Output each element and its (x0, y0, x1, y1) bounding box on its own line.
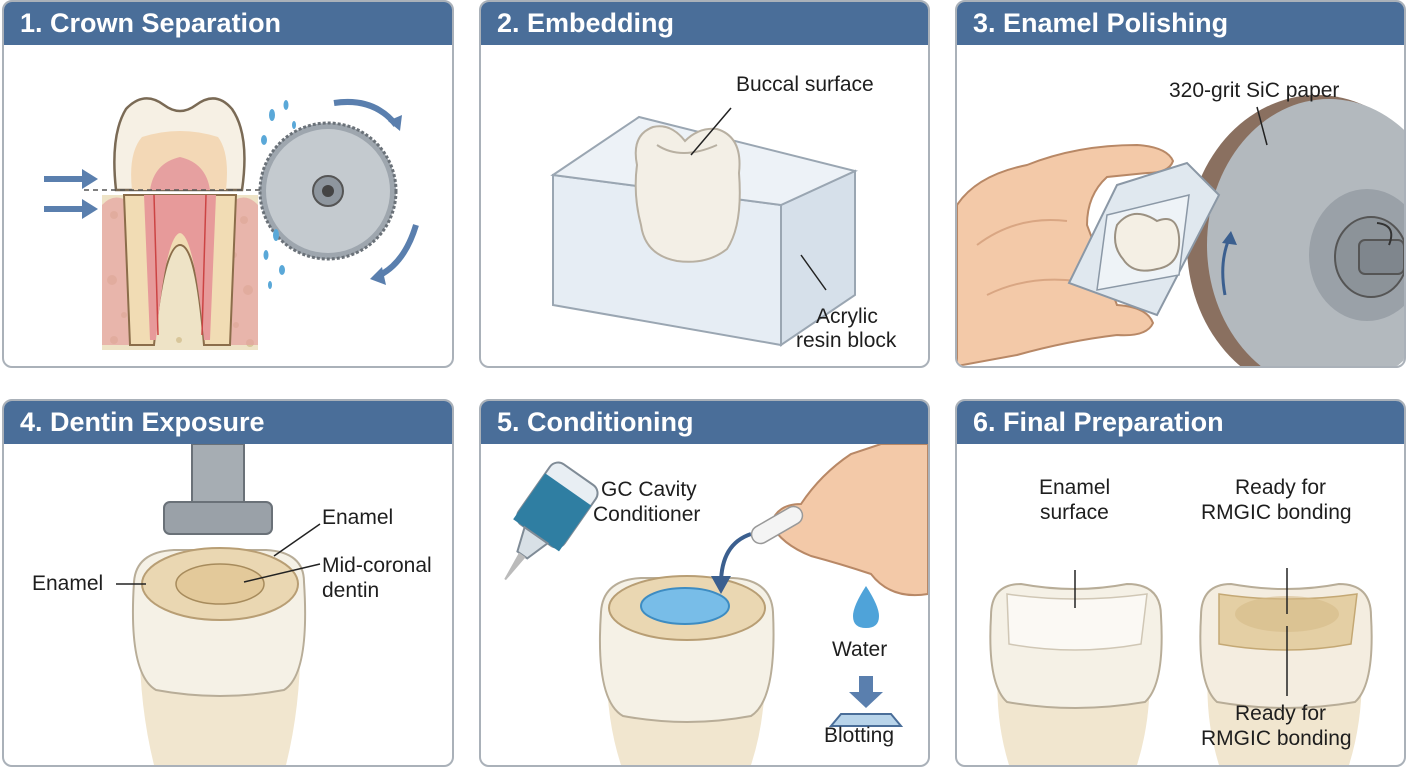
applicator-tip (750, 505, 804, 545)
arrow-right-icon (44, 169, 98, 189)
pointer-line (1256, 106, 1268, 146)
conditioning-illustration (504, 444, 928, 765)
panel-conditioning: 5. Conditioning GC Cavity Conditioner Wa… (479, 399, 930, 767)
label-ready-top-1: Ready for (1235, 476, 1327, 499)
conditioner-bottle (504, 461, 599, 581)
hand (957, 143, 1175, 366)
label-ready-top-2: RMGIC bonding (1201, 501, 1352, 524)
label-blotting: Blotting (824, 724, 895, 747)
pointer-line (800, 254, 827, 291)
final-preparation-illustration (989, 568, 1373, 765)
rotation-arrow-icon (1376, 222, 1393, 246)
embedding-illustration (550, 107, 859, 347)
label-surface: surface (1040, 501, 1109, 524)
label-enamel: Enamel (1039, 476, 1111, 499)
panel-dentin-exposure: 4. Dentin Exposure Enamel Enamel Mid-cor… (2, 399, 454, 767)
panel-title: 1. Crown Separation (4, 2, 452, 45)
dentin-area (175, 563, 265, 605)
embedded-tooth (634, 125, 741, 263)
wheel-axle (1358, 239, 1404, 275)
label-acrylic: Acrylic (816, 305, 878, 328)
panel-title: 4. Dentin Exposure (4, 401, 452, 444)
label-ready-bottom-1: Ready for (1235, 702, 1327, 725)
label-ready-bottom-2: RMGIC bonding (1201, 727, 1352, 750)
panel-title: 6. Final Preparation (957, 401, 1404, 444)
label-conditioner: Conditioner (593, 503, 701, 526)
dentin-exposure-illustration (116, 444, 321, 765)
water-spray (261, 100, 296, 289)
conditioner-pool (640, 587, 730, 625)
enamel-polishing-illustration (957, 95, 1404, 366)
label-water: Water (832, 638, 888, 661)
pointer-line (243, 563, 321, 583)
label-gc-cavity: GC Cavity (601, 478, 697, 501)
gum-right (228, 197, 258, 345)
enamel-surface (1006, 593, 1148, 651)
label-mid-coronal: Mid-coronal (322, 554, 432, 577)
label-buccal-surface: Buccal surface (736, 73, 874, 96)
panel-enamel-polishing: 3. Enamel Polishing 320-grit SiC paper (955, 0, 1406, 368)
label-enamel-top: Enamel (322, 506, 394, 529)
polisher-shaft (191, 444, 245, 503)
label-enamel-left: Enamel (32, 572, 104, 595)
pointer-line (273, 523, 321, 557)
root-canals (153, 194, 207, 336)
embedded-tooth (1114, 213, 1181, 272)
panel-crown-separation: 1. Crown Separation (2, 0, 454, 368)
label-resin-block: resin block (796, 329, 897, 352)
arrow-right-icon (44, 199, 98, 219)
arrow-down-icon (849, 676, 883, 708)
hand (769, 444, 928, 597)
gum-left (102, 197, 132, 345)
label-sic-paper: 320-grit SiC paper (1169, 79, 1340, 102)
crown-pulp (150, 157, 210, 190)
polisher-head (163, 501, 273, 535)
pointer-line (690, 107, 732, 156)
blotting-icon (828, 713, 904, 727)
root-pulp (144, 195, 216, 340)
panel-final-preparation: 6. Final Preparation Enamel surface Read… (955, 399, 1406, 767)
label-dentin: dentin (322, 579, 380, 602)
crown-separation-illustration (44, 97, 419, 350)
panel-title: 5. Conditioning (481, 401, 928, 444)
panel-embedding: 2. Embedding Buccal surface Acrylic resi… (479, 0, 930, 368)
panel-title: 3. Enamel Polishing (957, 2, 1404, 45)
panel-title: 2. Embedding (481, 2, 928, 45)
water-drop-icon (853, 586, 879, 628)
rotation-arrow-icon (333, 99, 399, 127)
